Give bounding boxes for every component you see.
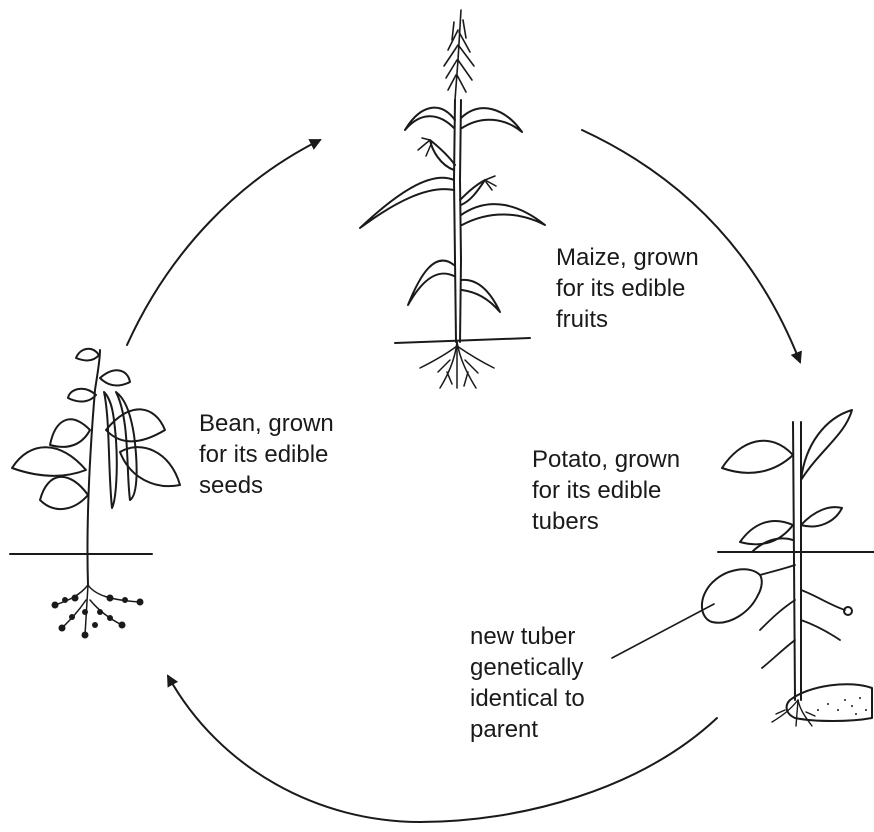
bean-pod — [116, 392, 137, 500]
bean-leaf — [12, 447, 86, 476]
potato-leaf — [801, 410, 852, 480]
maize-leaf — [408, 261, 454, 305]
maize-leaf — [405, 108, 455, 130]
maize-stalk — [454, 100, 461, 342]
potato-stem — [793, 422, 801, 700]
bean-label-line: Bean, grown — [199, 408, 334, 439]
bean-leaf — [68, 389, 96, 402]
arrow-potato-to-bean — [168, 676, 717, 822]
maize-cob — [460, 180, 485, 205]
potato-leaf — [722, 441, 793, 473]
bean-label: Bean, grown for its edible seeds — [199, 408, 334, 501]
new-tuber-label-line: identical to — [470, 683, 585, 714]
bean-stem — [87, 350, 100, 585]
bean-leaf — [50, 419, 90, 447]
parent-tuber-texture — [817, 697, 867, 715]
bean-leaf — [100, 370, 130, 385]
potato-label-line: tubers — [532, 506, 680, 537]
bean-leaf — [40, 477, 88, 509]
maize-tassel — [444, 10, 474, 100]
new-tuber-label-line: genetically — [470, 652, 585, 683]
bean-leaf — [76, 349, 99, 361]
potato-leaf — [740, 521, 793, 544]
maize-label-line: Maize, grown — [556, 242, 699, 273]
new-tuber-pointer — [612, 604, 714, 658]
maize-label: Maize, grown for its edible fruits — [556, 242, 699, 335]
bean-plant — [10, 349, 180, 639]
potato-label: Potato, grown for its edible tubers — [532, 444, 680, 537]
potato-leaf — [801, 507, 842, 526]
maize-roots — [420, 342, 494, 388]
potato-label-line: Potato, grown — [532, 444, 680, 475]
bean-label-line: seeds — [199, 470, 334, 501]
potato-plant — [702, 410, 874, 726]
maize-leaf — [461, 108, 522, 132]
maize-cob-silk — [418, 138, 432, 156]
potato-stolons — [760, 565, 845, 668]
maize-leaf — [461, 204, 545, 225]
maize-leaf — [461, 280, 500, 312]
maize-cob-silk — [485, 176, 496, 190]
potato-stolon-tip — [844, 607, 852, 615]
potato-roots — [772, 700, 815, 726]
new-tuber-label-line: parent — [470, 714, 585, 745]
maize-label-line: for its edible — [556, 273, 699, 304]
maize-ground-line — [395, 338, 530, 343]
potato-label-line: for its edible — [532, 475, 680, 506]
maize-cob — [430, 140, 455, 170]
parent-tuber — [787, 684, 872, 721]
new-tuber-label: new tuber genetically identical to paren… — [470, 621, 585, 745]
maize-plant — [360, 10, 545, 388]
new-tuber-label-line: new tuber — [470, 621, 585, 652]
bean-label-line: for its edible — [199, 439, 334, 470]
new-tuber — [702, 569, 762, 622]
maize-leaf — [360, 178, 454, 228]
bean-roots — [55, 585, 140, 635]
maize-label-line: fruits — [556, 304, 699, 335]
arrow-bean-to-maize — [127, 140, 320, 345]
bean-pod — [104, 392, 117, 508]
